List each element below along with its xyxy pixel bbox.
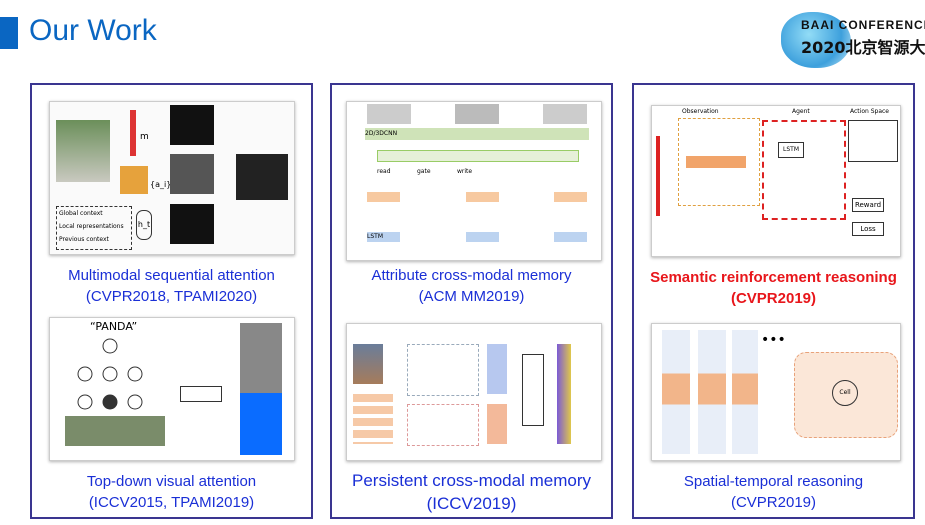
memory-output bbox=[557, 344, 571, 444]
output-map bbox=[236, 154, 288, 200]
caption-persistent-memory: Persistent cross-modal memory (ICCV2019) bbox=[332, 469, 611, 515]
frame-column bbox=[662, 330, 690, 454]
observation-box bbox=[678, 118, 760, 206]
caption-spatial-temporal: Spatial-temporal reasoning (CVPR2019) bbox=[634, 471, 913, 513]
caption-title: Multimodal sequential attention bbox=[68, 267, 275, 284]
caption-title: Persistent cross-modal memory bbox=[351, 471, 591, 490]
baai-conference-logo: BAAI CONFERENCE 2020北京智源大会 bbox=[775, 8, 925, 68]
label-panda: “PANDA” bbox=[90, 320, 138, 333]
caption-attribute-memory: Attribute cross-modal memory (ACM MM2019) bbox=[332, 265, 611, 307]
caption-venue: (ICCV2019) bbox=[426, 494, 517, 513]
figure-semantic-reinforcement: Observation Agent LSTM Action Space Rewa… bbox=[651, 105, 901, 257]
ellipsis-icon: ••• bbox=[761, 332, 786, 348]
label-lstm: LSTM bbox=[778, 142, 804, 158]
frame-column bbox=[698, 330, 726, 454]
label-cell: Cell bbox=[832, 380, 858, 406]
arrow-icon bbox=[180, 386, 222, 402]
figure-attribute-memory: 2D/3DCNN read gate write LSTM bbox=[346, 101, 602, 261]
title-accent-bar bbox=[0, 17, 18, 49]
memory-network bbox=[407, 404, 479, 446]
label-reward: Reward bbox=[852, 198, 884, 212]
caption-title: Attribute cross-modal memory bbox=[371, 267, 572, 284]
legend-previous: Previous context bbox=[59, 236, 109, 243]
interaction-vector bbox=[487, 344, 507, 394]
caption-venue: (ACM MM2019) bbox=[418, 288, 525, 305]
logo-line2: 2020北京智源大会 bbox=[801, 38, 925, 57]
caption-multimodal: Multimodal sequential attention (CVPR2018… bbox=[32, 265, 311, 307]
caption-title: Spatial-temporal reasoning bbox=[683, 473, 864, 490]
label-read: read bbox=[377, 168, 391, 175]
legend-local: Local representations bbox=[59, 223, 124, 230]
memory-slots bbox=[522, 354, 544, 426]
caption-venue: (CVPR2019) bbox=[730, 290, 817, 307]
attention-row bbox=[367, 192, 587, 202]
feature-vector-bar bbox=[130, 110, 136, 156]
frame-strip bbox=[367, 104, 587, 124]
interaction-vector bbox=[487, 404, 507, 444]
label-loss: Loss bbox=[852, 222, 884, 236]
logo-blob bbox=[781, 12, 851, 68]
page-title: Our Work bbox=[29, 14, 157, 47]
attention-map bbox=[170, 154, 214, 194]
caption-venue: (CVPR2019) bbox=[730, 494, 817, 511]
frame-column bbox=[732, 330, 758, 454]
feature-row bbox=[377, 150, 579, 162]
graph-convolution bbox=[407, 344, 479, 396]
output-top bbox=[240, 323, 282, 393]
panel-middle: 2D/3DCNN read gate write LSTM Attribute … bbox=[330, 83, 613, 519]
caption-title: Top-down visual attention bbox=[86, 473, 257, 490]
output-bottom bbox=[240, 393, 282, 455]
figure-spatial-temporal: ••• Cell bbox=[651, 323, 901, 461]
label-gate: gate bbox=[417, 168, 431, 175]
caption-title: Semantic reinforcement reasoning bbox=[650, 269, 897, 286]
caption-topdown: Top-down visual attention (ICCV2015, TPAM… bbox=[32, 471, 311, 513]
caption-venue: (ICCV2015, TPAMI2019) bbox=[88, 494, 255, 511]
lstm-row: LSTM bbox=[367, 232, 587, 242]
panel-right: Observation Agent LSTM Action Space Rewa… bbox=[632, 83, 915, 519]
label-action-space: Action Space bbox=[850, 108, 889, 115]
action-space-box bbox=[848, 120, 898, 162]
label-ai: {a_i} bbox=[150, 180, 172, 189]
photo-thumbnail bbox=[56, 120, 110, 182]
input-image bbox=[353, 344, 383, 384]
semantic-representation bbox=[353, 394, 393, 444]
label-m: m bbox=[140, 132, 149, 142]
attention-map bbox=[170, 105, 214, 145]
figure-persistent-memory bbox=[346, 323, 602, 461]
label-write: write bbox=[457, 168, 473, 175]
logo-line1: BAAI CONFERENCE bbox=[801, 18, 925, 32]
video-bar bbox=[656, 136, 660, 216]
figure-topdown-attention: “PANDA” bbox=[49, 317, 295, 461]
caption-semantic-reinforcement: Semantic reinforcement reasoning (CVPR201… bbox=[634, 267, 913, 309]
label-ht: h_t bbox=[136, 210, 152, 240]
label-observation: Observation bbox=[682, 108, 719, 115]
semantic-extraction bbox=[686, 156, 746, 168]
label-agent: Agent bbox=[792, 108, 810, 115]
attention-map bbox=[170, 204, 214, 244]
cnn-bar: 2D/3DCNN bbox=[365, 128, 589, 140]
network-diagram bbox=[65, 338, 165, 446]
agent-box bbox=[762, 120, 846, 220]
feature-cube bbox=[120, 166, 148, 194]
caption-venue: (CVPR2018, TPAMI2020) bbox=[85, 288, 258, 305]
legend-global: Global context bbox=[59, 210, 103, 217]
